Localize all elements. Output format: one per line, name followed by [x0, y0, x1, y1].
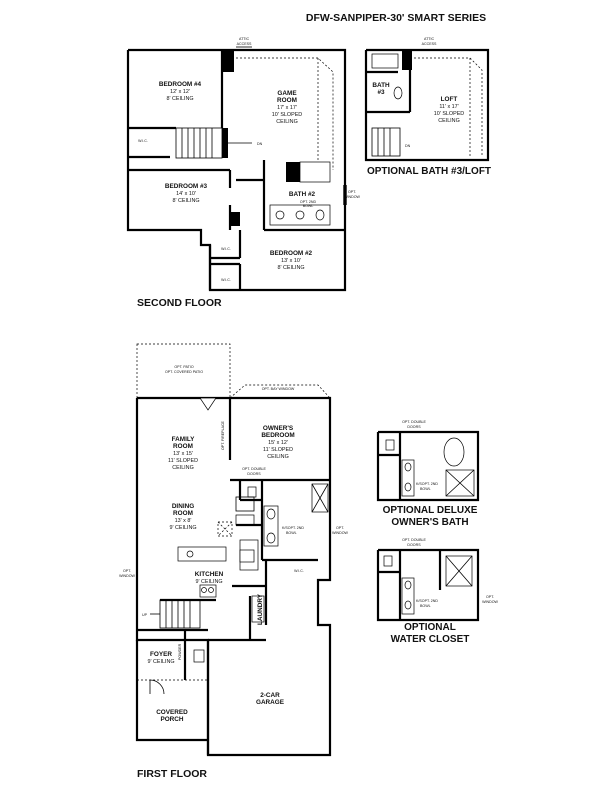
- garage-name-1: 2-CAR: [260, 692, 280, 699]
- second-wic-label-3: W.I.C.: [221, 278, 231, 282]
- first-floor-heading: FIRST FLOOR: [137, 768, 207, 780]
- opt-deluxe-heading-1: OPTIONAL DELUXE: [383, 505, 478, 516]
- bay-window-label: OPT. BAY WINDOW: [262, 387, 295, 391]
- double-doors-label-2: DOORS: [247, 472, 261, 476]
- optional-deluxe-owners-bath-plan: OPT. DOUBLE DOORS K/SOPT. 2ND BOWL OPTIO…: [376, 420, 480, 528]
- dining-room-size: 13' x 8': [175, 518, 192, 524]
- owners-bath-opt-bowl-2: BOWL: [286, 531, 297, 535]
- bath2-opt-bowl-2: BOWL: [303, 204, 314, 208]
- bedroom4-size: 12' x 12': [170, 89, 190, 95]
- wc-double-doors-label-2: DOORS: [407, 543, 421, 547]
- patio-label-1: OPT. PATIO: [174, 365, 193, 369]
- first-optwin-label-2: WINDOW: [332, 531, 348, 535]
- loft-ceiling-2: CEILING: [438, 118, 460, 124]
- loft-attic-label-1: ATTIC: [424, 37, 435, 41]
- wc-double-doors-label-1: OPT. DOUBLE: [402, 538, 426, 542]
- second-attic-label-1: ATTIC: [239, 37, 250, 41]
- first-west-optwin-label-1: OPT.: [123, 569, 131, 573]
- deluxe-opt-bowl-2: BOWL: [420, 487, 431, 491]
- owners-bedroom-ceiling-1: 11' SLOPED: [263, 447, 293, 453]
- bath3-name-2: #3: [377, 89, 385, 96]
- opt-wc-heading-1: OPTIONAL: [404, 622, 456, 633]
- kitchen-ceiling: 9' CEILING: [195, 579, 222, 585]
- kitchen-name: KITCHEN: [195, 571, 224, 578]
- game-room-size: 17' x 17': [277, 105, 297, 111]
- loft-ceiling-1: 10' SLOPED: [434, 111, 465, 117]
- double-doors-label-1: OPT. DOUBLE: [242, 467, 266, 471]
- wc-optwin-label-1: OPT.: [486, 595, 494, 599]
- bedroom3-ceiling: 8' CEILING: [172, 198, 199, 204]
- second-floor-plan: ATTIC ACCESS W.I.C. DN: [126, 37, 360, 309]
- bath2-opt-bowl-1: OPT. 2ND: [300, 200, 317, 204]
- wc-opt-bowl-1: K/SOPT. 2ND: [416, 599, 438, 603]
- family-room-ceiling-1: 11' SLOPED: [168, 458, 198, 464]
- owners-bedroom-size: 15' x 12': [268, 440, 288, 446]
- opt-wc-heading-2: WATER CLOSET: [391, 634, 470, 645]
- second-optwin-label-2: WINDOW: [344, 195, 360, 199]
- deluxe-opt-bowl-1: K/SOPT. 2ND: [416, 482, 438, 486]
- wc-optwin-label-2: WINDOW: [482, 600, 498, 604]
- dining-room-ceiling: 9' CEILING: [169, 525, 196, 531]
- porch-name-2: PORCH: [160, 716, 183, 723]
- family-room-name-2: ROOM: [173, 443, 193, 450]
- bedroom2-name: BEDROOM #2: [270, 250, 313, 257]
- bath2-name: BATH #2: [289, 191, 316, 198]
- foyer-ceiling: 9' CEILING: [147, 659, 174, 665]
- garage-name-2: GARAGE: [256, 699, 285, 706]
- powder-label: POWDER: [178, 643, 182, 660]
- loft-size: 11' x 17': [439, 104, 458, 110]
- deluxe-double-doors-label-2: DOORS: [407, 425, 421, 429]
- owners-bedroom-ceiling-2: CEILING: [267, 454, 289, 460]
- patio-label-2: OPT. COVERED PATIO: [165, 370, 203, 374]
- owners-bedroom-name-2: BEDROOM: [261, 432, 294, 439]
- loft-name: LOFT: [441, 96, 458, 103]
- optional-water-closet-plan: OPT. DOUBLE DOORS K/SOPT. 2ND BOWL OPT. …: [376, 538, 498, 645]
- second-dn-label: DN: [257, 142, 263, 146]
- bedroom3-size: 14' x 10': [176, 191, 196, 197]
- bedroom3-name: BEDROOM #3: [165, 183, 208, 190]
- first-wic-label: W.I.C.: [294, 569, 304, 573]
- owners-bath-opt-bowl-1: K/SOPT. 2ND: [282, 526, 304, 530]
- fireplace-label: OPT. FIREPLACE: [221, 420, 225, 450]
- foyer-name: FOYER: [150, 651, 172, 658]
- laundry-label: LAUNDRY: [257, 593, 264, 625]
- family-room-size: 13' x 15': [173, 451, 193, 457]
- family-room-ceiling-2: CEILING: [172, 465, 194, 471]
- owners-bedroom-name-1: OWNER'S: [263, 425, 294, 432]
- porch-name-1: COVERED: [156, 709, 188, 716]
- loft-attic-label-2: ACCESS: [422, 42, 437, 46]
- second-wic-label-2: W.I.C.: [221, 247, 231, 251]
- first-optwin-label-1: OPT.: [336, 526, 344, 530]
- first-floor-plan: OPT. PATIO OPT. COVERED PATIO OPT. BAY W…: [119, 343, 348, 780]
- loft-dn-label: DN: [405, 144, 411, 148]
- game-room-ceiling-1: 10' SLOPED: [272, 112, 303, 118]
- family-room-name-1: FAMILY: [172, 436, 196, 443]
- opt-deluxe-heading-2: OWNER'S BATH: [391, 517, 468, 528]
- second-floor-heading: SECOND FLOOR: [137, 297, 222, 309]
- bedroom2-size: 13' x 10': [281, 258, 301, 264]
- plan-title: DFW-SANPIPER-30' SMART SERIES: [306, 12, 486, 24]
- bedroom2-ceiling: 8' CEILING: [277, 265, 304, 271]
- game-room-ceiling-2: CEILING: [276, 119, 298, 125]
- opt-bath3-heading: OPTIONAL BATH #3/LOFT: [367, 166, 491, 177]
- deluxe-double-doors-label-1: OPT. DOUBLE: [402, 420, 426, 424]
- second-optwin-label-1: OPT.: [348, 190, 356, 194]
- wc-opt-bowl-2: BOWL: [420, 604, 431, 608]
- game-room-name-1: GAME: [277, 90, 297, 97]
- first-up-label: UP: [142, 613, 148, 617]
- optional-bath3-loft-plan: ATTIC ACCESS DN BATH #3 LOFT 11' x 17' 1…: [364, 37, 491, 177]
- first-west-optwin-label-2: WINDOW: [119, 574, 135, 578]
- game-room-name-2: ROOM: [277, 97, 297, 104]
- bath3-name-1: BATH: [372, 82, 390, 89]
- second-attic-label-2: ACCESS: [237, 42, 252, 46]
- dining-room-name-1: DINING: [172, 503, 194, 510]
- second-wic-label-1: W.I.C.: [138, 139, 148, 143]
- dining-room-name-2: ROOM: [173, 510, 193, 517]
- bedroom4-ceiling: 8' CEILING: [166, 96, 193, 102]
- bedroom4-name: BEDROOM #4: [159, 81, 202, 88]
